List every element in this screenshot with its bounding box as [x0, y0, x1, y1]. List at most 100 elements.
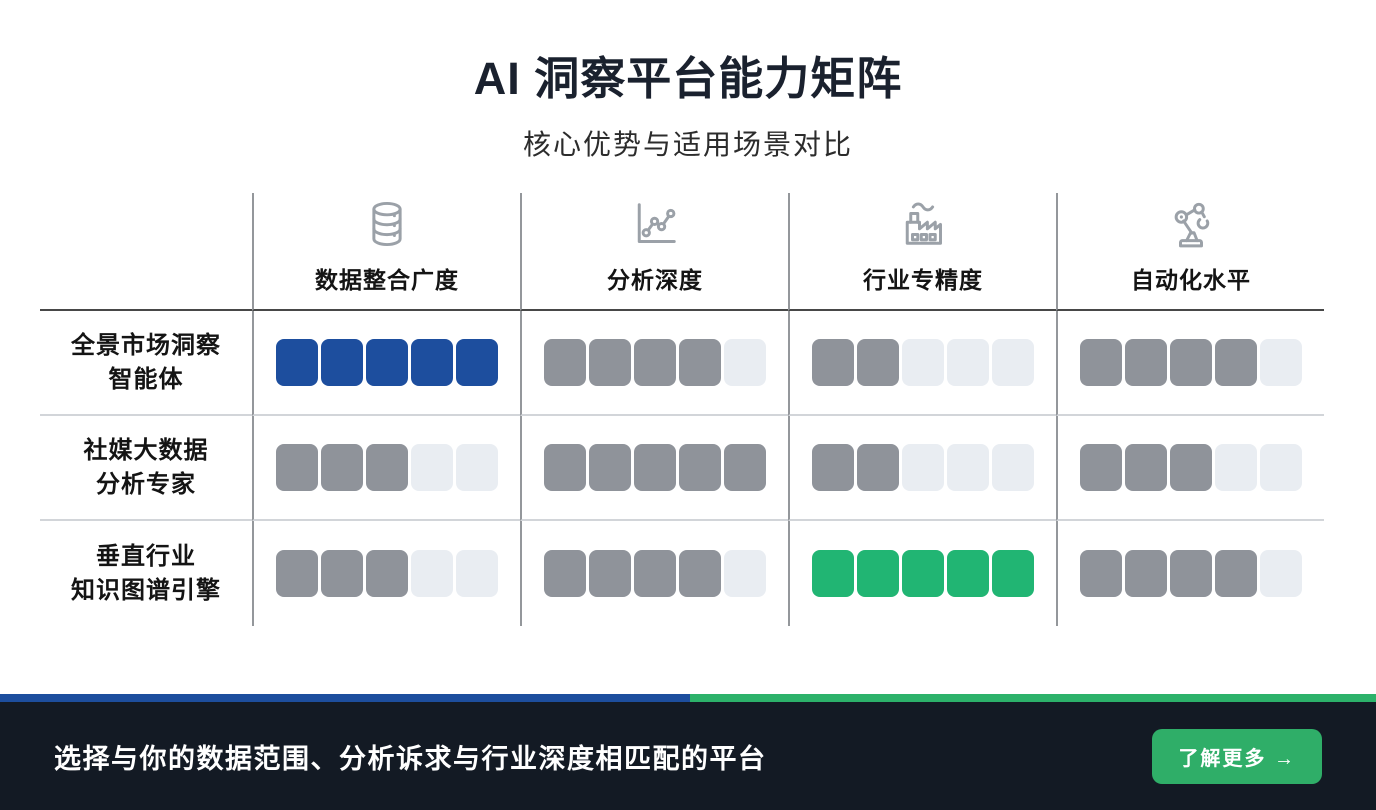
- rating-square-empty: [724, 550, 766, 597]
- rating-squares: [1080, 444, 1302, 491]
- rating-cell: [520, 521, 788, 626]
- rating-square-filled: [1125, 444, 1167, 491]
- rating-square-filled: [544, 339, 586, 386]
- rating-square-filled: [1125, 550, 1167, 597]
- factory-icon: [895, 195, 951, 253]
- rating-square-filled: [321, 444, 363, 491]
- rating-square-filled: [276, 339, 318, 386]
- rating-squares: [276, 550, 498, 597]
- rating-square-filled: [902, 550, 944, 597]
- line-chart-icon: [627, 195, 683, 253]
- rating-square-empty: [724, 339, 766, 386]
- rating-squares: [544, 339, 766, 386]
- accent-bar: [0, 694, 1376, 702]
- rating-square-empty: [1260, 339, 1302, 386]
- rating-square-filled: [456, 339, 498, 386]
- rating-square-empty: [411, 550, 453, 597]
- row-label-line: 社媒大数据: [83, 436, 209, 464]
- column-label: 分析深度: [607, 267, 703, 293]
- accent-bar-blue-segment: [0, 694, 690, 702]
- rating-square-empty: [947, 339, 989, 386]
- rating-squares: [1080, 550, 1302, 597]
- rating-square-filled: [411, 339, 453, 386]
- rating-square-filled: [992, 550, 1034, 597]
- rating-square-filled: [589, 339, 631, 386]
- rating-squares: [544, 444, 766, 491]
- rating-square-filled: [634, 550, 676, 597]
- learn-more-button[interactable]: 了解更多 →: [1152, 728, 1322, 784]
- rating-cell: [788, 311, 1056, 416]
- rating-square-filled: [679, 550, 721, 597]
- rating-squares: [276, 339, 498, 386]
- rating-square-filled: [366, 550, 408, 597]
- rating-cell: [1056, 311, 1324, 416]
- rating-square-filled: [589, 550, 631, 597]
- column-header: 自动化水平: [1056, 193, 1324, 311]
- rating-square-filled: [857, 444, 899, 491]
- rating-square-filled: [366, 444, 408, 491]
- rating-square-empty: [992, 339, 1034, 386]
- rating-cell: [788, 521, 1056, 626]
- column-header: 行业专精度: [788, 193, 1056, 311]
- rating-square-empty: [1260, 444, 1302, 491]
- rating-square-empty: [902, 339, 944, 386]
- row-label-line: 分析专家: [96, 470, 196, 498]
- rating-square-filled: [812, 444, 854, 491]
- rating-cell: [520, 416, 788, 521]
- row-label-line: 垂直行业: [96, 542, 196, 570]
- rating-square-filled: [857, 339, 899, 386]
- rating-square-empty: [992, 444, 1034, 491]
- rating-square-filled: [321, 339, 363, 386]
- rating-squares: [544, 550, 766, 597]
- rating-square-filled: [812, 550, 854, 597]
- rating-square-filled: [1170, 444, 1212, 491]
- rating-square-filled: [1125, 339, 1167, 386]
- rating-square-filled: [276, 550, 318, 597]
- rating-square-filled: [634, 339, 676, 386]
- row-label-line: 知识图谱引擎: [71, 576, 221, 604]
- rating-square-empty: [902, 444, 944, 491]
- rating-square-filled: [1215, 339, 1257, 386]
- rating-square-filled: [1080, 339, 1122, 386]
- rating-square-filled: [366, 339, 408, 386]
- rating-square-filled: [679, 339, 721, 386]
- rating-square-filled: [857, 550, 899, 597]
- rating-square-filled: [1080, 550, 1122, 597]
- rating-square-filled: [812, 339, 854, 386]
- rating-square-filled: [589, 444, 631, 491]
- row-label-line: 全景市场洞察: [71, 331, 221, 359]
- rating-squares: [812, 339, 1034, 386]
- rating-cell: [252, 416, 520, 521]
- rating-square-filled: [1215, 550, 1257, 597]
- rating-square-filled: [1080, 444, 1122, 491]
- footer: 选择与你的数据范围、分析诉求与行业深度相匹配的平台 了解更多 →: [0, 702, 1376, 810]
- rating-squares: [812, 550, 1034, 597]
- rating-square-empty: [1260, 550, 1302, 597]
- rating-square-empty: [456, 444, 498, 491]
- rating-square-filled: [1170, 339, 1212, 386]
- rating-cell: [252, 521, 520, 626]
- rating-square-filled: [276, 444, 318, 491]
- matrix-corner-cell: [40, 193, 252, 311]
- footer-message: 选择与你的数据范围、分析诉求与行业深度相匹配的平台: [54, 743, 767, 774]
- rating-squares: [276, 444, 498, 491]
- rating-square-filled: [544, 444, 586, 491]
- rating-square-filled: [1170, 550, 1212, 597]
- rating-square-filled: [544, 550, 586, 597]
- rating-cell: [1056, 521, 1324, 626]
- rating-cell: [1056, 416, 1324, 521]
- column-label: 行业专精度: [863, 267, 983, 293]
- accent-bar-green-segment: [690, 694, 1376, 702]
- rating-square-empty: [456, 550, 498, 597]
- column-label: 自动化水平: [1131, 267, 1251, 293]
- rating-cell: [252, 311, 520, 416]
- rating-square-filled: [321, 550, 363, 597]
- rating-square-empty: [947, 444, 989, 491]
- robot-arm-icon: [1163, 195, 1219, 253]
- rating-square-empty: [411, 444, 453, 491]
- row-label: 社媒大数据分析专家: [40, 416, 252, 521]
- column-header: 分析深度: [520, 193, 788, 311]
- capability-matrix: 数据整合广度分析深度行业专精度自动化水平全景市场洞察智能体社媒大数据分析专家垂直…: [40, 193, 1324, 626]
- page-title: AI 洞察平台能力矩阵: [473, 53, 903, 104]
- rating-cell: [788, 416, 1056, 521]
